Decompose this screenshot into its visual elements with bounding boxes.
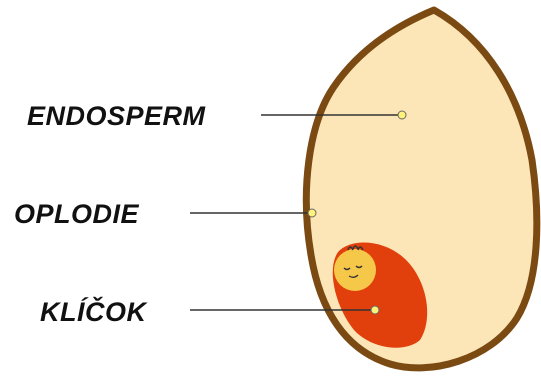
endosperm-marker-dot (398, 111, 406, 119)
oplodie-marker-dot (308, 209, 316, 217)
oplodie-label: OPLODIE (14, 199, 140, 229)
klicok-marker-dot (371, 306, 379, 314)
endosperm-label: ENDOSPERM (27, 101, 206, 131)
klicok-label: KLÍČOK (40, 296, 148, 327)
embryo-head (334, 249, 376, 291)
